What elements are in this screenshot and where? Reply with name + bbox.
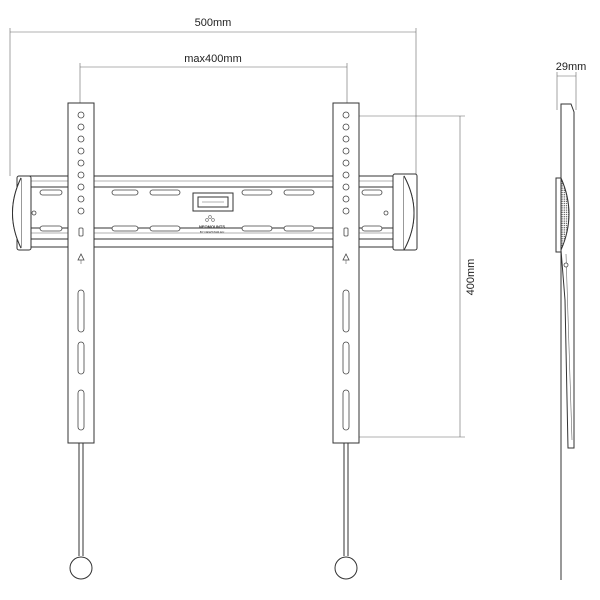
logo-brand-text: NEOMOUNTS bbox=[199, 224, 225, 229]
wall-plate-lower-slots bbox=[39, 225, 383, 232]
dimension-label-depth: 29mm bbox=[556, 61, 587, 73]
right-arm-holes bbox=[342, 111, 350, 215]
dimension-depth: 29mm bbox=[556, 61, 587, 110]
wall-plate-upper-slots bbox=[39, 189, 383, 196]
dimension-label-vesa-max: max400mm bbox=[184, 53, 241, 65]
level-indicator bbox=[192, 192, 234, 212]
dimension-vesa-max: max400mm bbox=[79, 53, 348, 106]
left-grip bbox=[12, 175, 32, 251]
side-view: 29mm bbox=[555, 61, 587, 580]
dimension-label-vertical-vesa: 400mm bbox=[465, 259, 477, 296]
logo-sub-text: BY NEWSTAR.EU bbox=[200, 230, 225, 234]
dimension-overall-width: 500mm bbox=[9, 17, 417, 176]
dimension-vertical-vesa: 400mm bbox=[348, 115, 477, 438]
right-grip bbox=[392, 173, 418, 251]
left-arm-holes bbox=[77, 111, 85, 215]
right-bracket-arm bbox=[332, 102, 360, 580]
brand-logo: NEOMOUNTS BY NEWSTAR.EU bbox=[199, 215, 225, 234]
dimension-label-overall-width: 500mm bbox=[195, 17, 232, 29]
left-bracket-arm bbox=[67, 102, 95, 580]
